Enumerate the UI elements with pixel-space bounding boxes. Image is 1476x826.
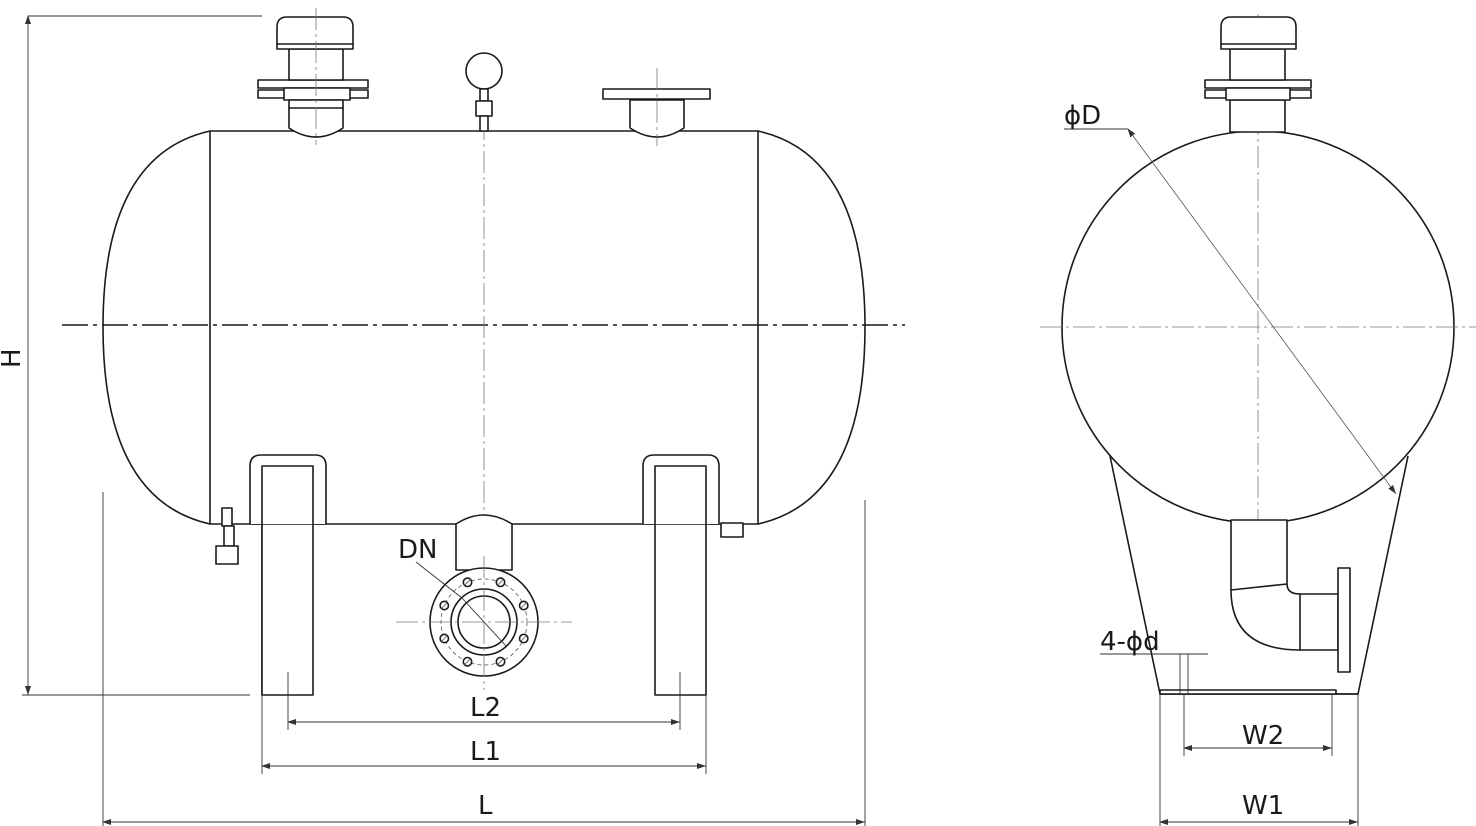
height-label: H: [0, 348, 27, 368]
dn-flange-bolt-holes: [439, 577, 529, 667]
dn-nozzle: DN: [396, 514, 572, 690]
flange-bolt-hole-mark: [464, 658, 471, 665]
w1-label: W1: [1242, 791, 1284, 821]
flange-bolt-hole-mark: [520, 635, 527, 642]
l-dimension: L: [102, 492, 866, 826]
l1-label: L1: [470, 737, 501, 767]
flange-bolt-hole-mark: [464, 579, 471, 586]
height-dimension: H: [0, 15, 262, 696]
drain-boss: [720, 522, 744, 538]
w2-dimension: W2: [1183, 694, 1333, 756]
flange-bolt-hole-mark: [497, 658, 504, 665]
bolt-hole-dimension: 4-ϕd: [1100, 627, 1208, 694]
side-manhole: [1204, 16, 1312, 133]
flange-bolt-hole-mark: [497, 579, 504, 586]
l2-label: L2: [470, 693, 501, 723]
manhole-nozzle: [257, 8, 369, 145]
l-label: L: [478, 791, 493, 821]
flange-bolt-hole-mark: [441, 602, 448, 609]
side-view: ϕD 4-ϕd W2 W1: [1040, 14, 1476, 826]
flange-bolt-hole-mark: [441, 635, 448, 642]
l2-dimension: L2: [287, 672, 681, 730]
w2-label: W2: [1242, 721, 1284, 751]
diameter-dimension: ϕD: [1064, 101, 1397, 495]
dn-label: DN: [398, 535, 437, 565]
front-view: DN H L2 L1 L: [0, 8, 905, 826]
top-flange-nozzle: [602, 68, 711, 146]
l1-dimension: L1: [261, 695, 707, 774]
drain-valve: [215, 507, 239, 565]
w1-dimension: W1: [1159, 694, 1359, 826]
diameter-label: ϕD: [1064, 101, 1101, 131]
bolt-holes-label: 4-ϕd: [1100, 627, 1160, 657]
flange-bolt-hole-mark: [520, 602, 527, 609]
side-outlet-elbow: [1230, 519, 1351, 673]
pressure-gauge: [465, 52, 503, 132]
